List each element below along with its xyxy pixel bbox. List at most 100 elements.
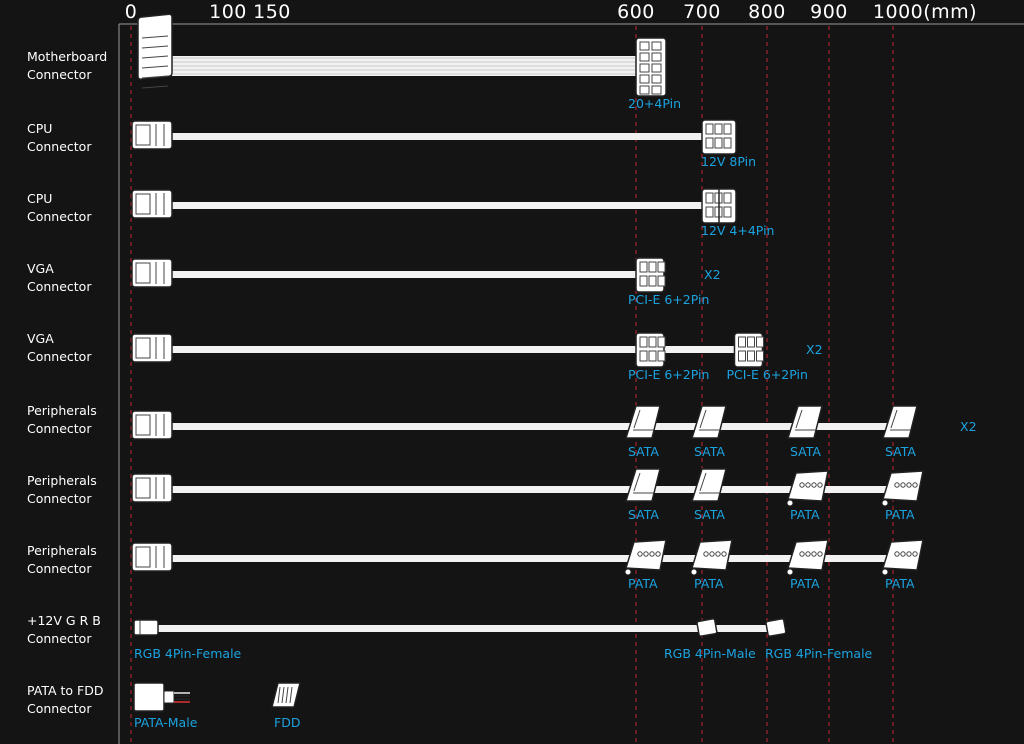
cable-1 [172, 133, 704, 140]
row-label-line: Connector [27, 139, 92, 154]
cable-5 [172, 423, 895, 430]
row-label-3: VGA Connector [27, 260, 119, 296]
row-label-line: Connector [27, 349, 92, 364]
start-plug-7 [131, 542, 173, 572]
start-plug-4 [131, 333, 173, 363]
scale-label-100: 100 [209, 1, 247, 23]
pata-6-3-icon [881, 470, 924, 507]
start-plug-8 [133, 619, 159, 636]
eps-8pin-1-0-icon [701, 119, 737, 155]
multiplier-label-4: X2 [806, 342, 823, 357]
cable-2 [172, 202, 704, 209]
pata-7-0-icon [624, 539, 667, 576]
connector-label-5-3: SATA [885, 444, 916, 459]
connector-label-7-3: PATA [885, 576, 915, 591]
scale-label-700: 700 [683, 1, 721, 23]
connector-label-8-0: RGB 4Pin-Male [664, 646, 756, 661]
row-label-line: Peripherals [27, 543, 97, 558]
cable-7 [172, 555, 895, 562]
cable-6 [172, 486, 895, 493]
row-label-line: Connector [27, 67, 92, 82]
scale-label-600: 600 [617, 1, 655, 23]
start-plug-2 [131, 189, 173, 219]
row-label-line: Connector [27, 631, 92, 646]
sata-5-3-icon [881, 405, 918, 439]
row-label-line: Peripherals [27, 473, 97, 488]
start-plug-6 [131, 473, 173, 503]
row-label-line: VGA [27, 331, 54, 346]
connector-label-5-0: SATA [628, 444, 659, 459]
pata-7-1-icon [690, 539, 733, 576]
sata-6-1-icon [690, 468, 727, 502]
cable-8 [158, 625, 769, 632]
eps-4plus4-2-0-icon [701, 188, 737, 224]
start-connector-label-9: PATA-Male [134, 715, 198, 730]
start-connector-label-8: RGB 4Pin-Female [134, 646, 242, 661]
sata-5-2-icon [786, 405, 823, 439]
row-label-8: +12V G R B Connector [27, 612, 119, 648]
pcie-6plus2-4-1-icon [733, 332, 764, 368]
connector-label-6-0: SATA [628, 507, 659, 522]
rgb-4pin-female-8-1-icon [765, 618, 787, 637]
row-label-line: CPU [27, 191, 53, 206]
row-label-line: Connector [27, 279, 92, 294]
start-plug-5 [131, 410, 173, 440]
start-plug-0 [137, 13, 173, 89]
row-label-line: VGA [27, 261, 54, 276]
pcie-6plus2-3-0-icon [635, 257, 666, 293]
connector-label-6-1: SATA [694, 507, 725, 522]
row-label-line: Connector [27, 421, 92, 436]
row-label-line: Connector [27, 209, 92, 224]
row-label-line: +12V G R B [27, 613, 101, 628]
row-label-line: PATA to FDD [27, 683, 104, 698]
cable-4 [172, 346, 737, 353]
connector-label-7-1: PATA [694, 576, 724, 591]
row-label-2: CPU Connector [27, 190, 119, 226]
connector-label-6-3: PATA [885, 507, 915, 522]
row-label-line: Connector [27, 491, 92, 506]
pata-7-3-icon [881, 539, 924, 576]
connector-label-7-0: PATA [628, 576, 658, 591]
pata-7-2-icon [786, 539, 829, 576]
sata-5-0-icon [624, 405, 661, 439]
sata-5-1-icon [690, 405, 727, 439]
connector-label-5-1: SATA [694, 444, 725, 459]
sata-6-0-icon [624, 468, 661, 502]
rgb-4pin-male-8-0-icon [696, 618, 718, 637]
connector-label-7-2: PATA [790, 576, 820, 591]
connector-label-8-1: RGB 4Pin-Female [765, 646, 873, 661]
connector-label-4-0: PCI-E 6+2Pin [628, 367, 710, 382]
connector-label-4-1: PCI-E 6+2Pin [726, 367, 808, 382]
connector-label-2-0: 12V 4+4Pin [701, 223, 775, 238]
start-plug-9 [133, 682, 190, 712]
row-label-4: VGA Connector [27, 330, 119, 366]
atx-24pin-0-0-icon [635, 37, 667, 97]
connector-label-9-0: FDD [274, 715, 301, 730]
pcie-6plus2-4-0-icon [635, 332, 666, 368]
row-label-9: PATA to FDD Connector [27, 682, 119, 718]
row-label-line: Connector [27, 561, 92, 576]
row-label-line: Connector [27, 701, 92, 716]
multiplier-label-3: X2 [704, 267, 721, 282]
connector-label-1-0: 12V 8Pin [701, 154, 757, 169]
row-label-line: Peripherals [27, 403, 97, 418]
start-plug-3 [131, 258, 173, 288]
multiplier-label-5: X2 [960, 419, 977, 434]
connector-label-0-0: 20+4Pin [628, 96, 681, 111]
connector-label-5-2: SATA [790, 444, 821, 459]
start-plug-1 [131, 120, 173, 150]
scale-label-800: 800 [748, 1, 786, 23]
scale-label-150: 150 [253, 1, 291, 23]
scale-label-0: 0 [124, 1, 138, 23]
connector-label-3-0: PCI-E 6+2Pin [628, 292, 710, 307]
row-label-line: CPU [27, 121, 53, 136]
scale-label-900: 900 [810, 1, 848, 23]
row-label-line: Motherboard [27, 49, 108, 64]
connector-label-6-2: PATA [790, 507, 820, 522]
